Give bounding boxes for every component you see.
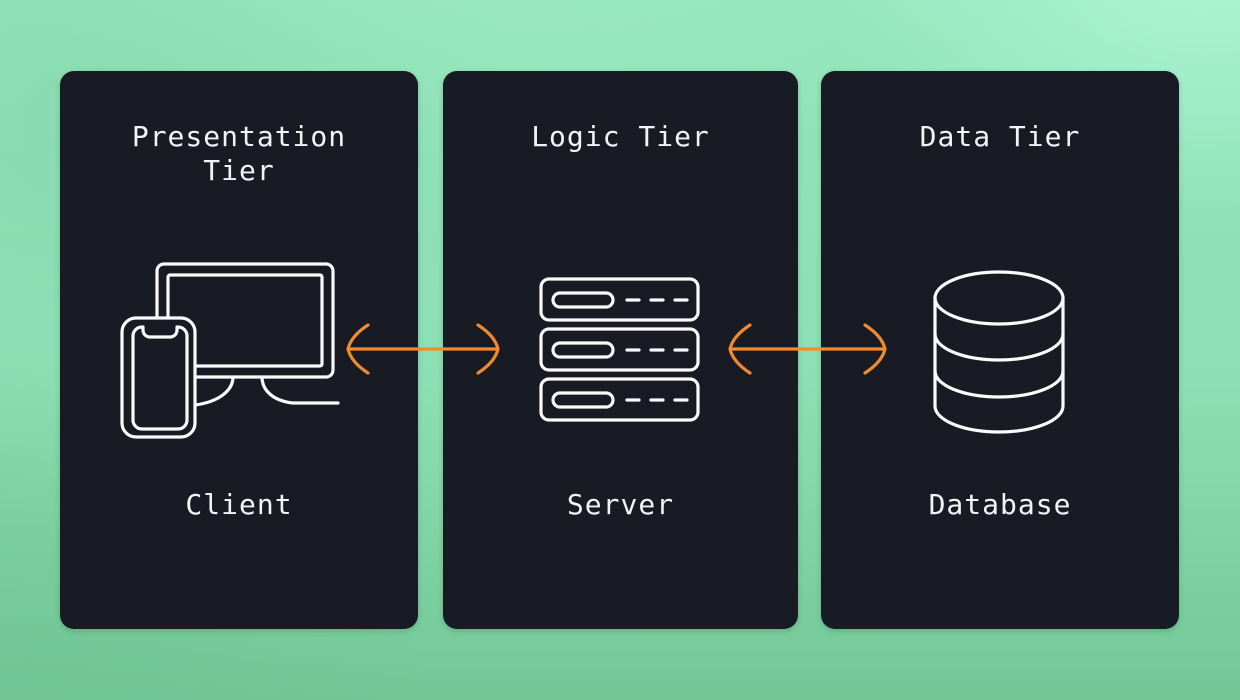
tier-title: Logic Tier: [531, 120, 710, 153]
phone-screen: [131, 325, 189, 431]
server-drive-slot: [551, 291, 615, 309]
server-unit: [539, 277, 700, 322]
phone-body: [120, 316, 197, 439]
tier-panel-presentation: Presentation Tier Client: [60, 71, 418, 629]
monitor-stand: [193, 375, 340, 407]
tier-panel-data: Data Tier Database: [821, 71, 1179, 629]
tier-label: Database: [928, 488, 1072, 521]
database-cylinder-icon: [933, 270, 1065, 434]
server-drive-slot: [551, 341, 615, 359]
database-body: [933, 296, 1065, 434]
server-stack-icon: [539, 277, 700, 422]
tier-title: Data Tier: [919, 120, 1081, 153]
server-drive-slot: [551, 391, 615, 409]
database-layer: [933, 369, 1065, 399]
database-top: [933, 270, 1065, 326]
tier-title: Presentation Tier: [131, 120, 347, 187]
server-unit: [539, 377, 700, 422]
tier-panel-logic: Logic Tier Server: [443, 71, 798, 629]
tier-label: Server: [566, 488, 675, 521]
server-unit: [539, 327, 700, 372]
tier-label: Client: [185, 488, 293, 521]
database-layer: [933, 332, 1065, 362]
client-devices-icon: [120, 262, 340, 439]
